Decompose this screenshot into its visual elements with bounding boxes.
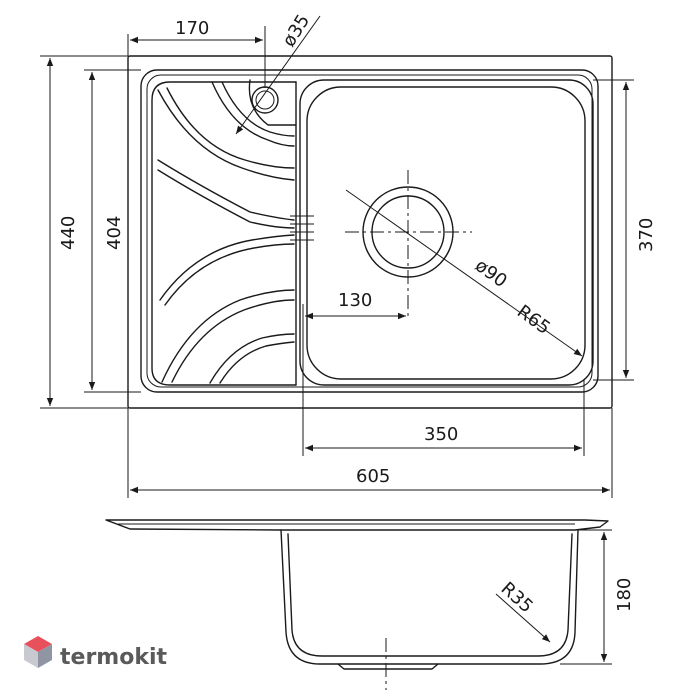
divider-ticks [290,215,314,241]
dim-radius-35: R35 [497,578,537,617]
dim-diameter-35: ø35 [278,11,314,51]
drainboard-outline [151,81,297,386]
dim-440: 440 [58,216,79,250]
dim-370: 370 [636,218,657,252]
brand-name: termokit [60,645,167,670]
side-rim [105,519,609,531]
dim-170: 170 [175,18,209,39]
dim-404: 404 [104,216,125,250]
bowl-inner [306,86,586,380]
side-dimensions: 180 R35 [495,529,635,665]
side-bowl-outer [280,529,579,665]
side-drain-flange [337,663,439,670]
side-view [105,519,609,690]
side-bowl-inner [287,533,573,657]
sink-rim [140,69,599,393]
drainboard-grooves [157,81,295,384]
brand-logo-icon [24,636,52,668]
dim-605: 605 [356,466,390,487]
dimension-lines [40,15,634,498]
brand-watermark: termokit [24,636,167,670]
dimension-labels: 170 ø35 440 404 370 130 ø90 R65 350 605 [58,11,657,487]
dim-350: 350 [424,424,458,445]
top-view [127,55,613,409]
dim-130: 130 [338,290,372,311]
bowl-outline [299,79,594,386]
sink-outer-outline [127,55,613,409]
dim-180: 180 [614,578,635,612]
dim-diameter-90: ø90 [471,255,511,292]
dim-radius-65: R65 [513,301,554,339]
